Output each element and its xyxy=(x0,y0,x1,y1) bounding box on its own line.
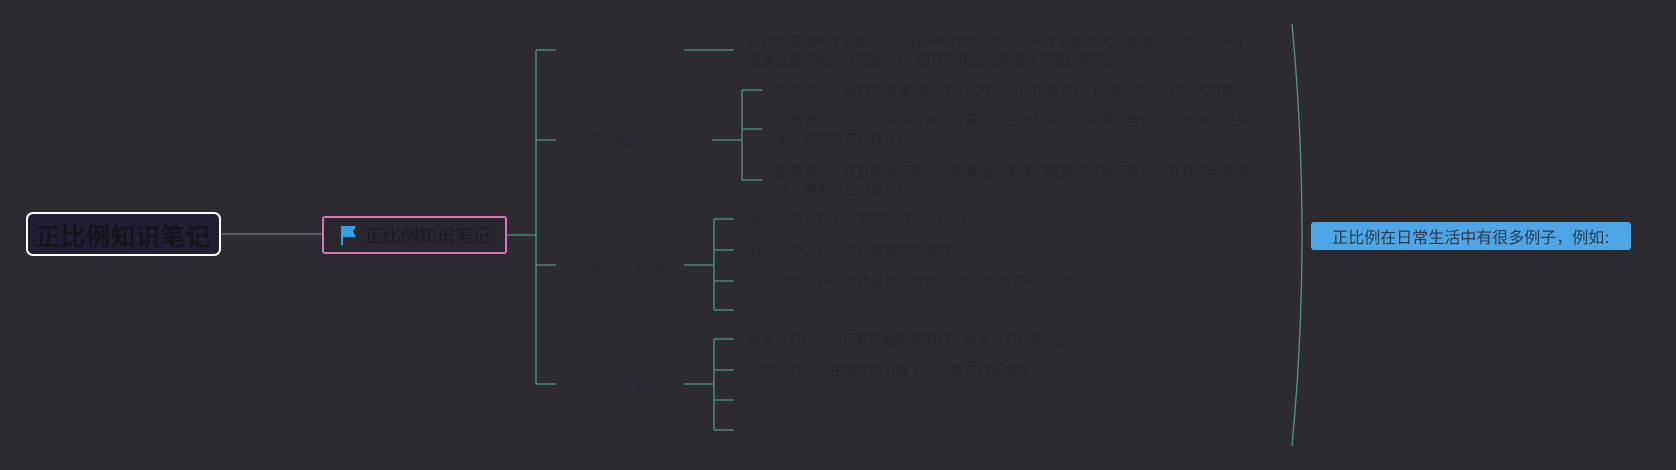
representation-graph[interactable]: 图表表示：可以绘制x和y两个变量的值在坐标系上，如果这些值存在一种直线关系，则表… xyxy=(776,113,1249,147)
main-topic-label: 正比例知识笔记 xyxy=(364,226,491,247)
representation-image[interactable]: 图像表示：在直角坐标系上，如果两个变量的图像通过坐标原点，并且是一条直线，则表示… xyxy=(776,164,1249,198)
branch-properties[interactable]: 3. 正比例的性质 xyxy=(570,260,668,275)
representation-equation[interactable]: 等式表示：当两个变量x和y成正比时，可以用等式y = kx来表示，其中k为常数。 xyxy=(776,83,1250,98)
example-people-time[interactable]: 人数与时间：在恒定的节奏下，人数与时间成正比。 xyxy=(748,363,1059,378)
branch-representation[interactable]: 2. 正比例的表示方式 xyxy=(570,135,696,150)
main-topic[interactable]: 正比例知识笔记 xyxy=(322,216,507,254)
summary-topic[interactable]: 正比例在日常生活中有很多例子，例如: xyxy=(1311,222,1631,250)
branch-definition[interactable]: 1. 正比例的定义 xyxy=(570,45,668,60)
branch-examples[interactable]: 4. 正比例的例子 xyxy=(570,379,668,394)
property-negative[interactable]: 当x < 0时，y与x的比值也是常数k，但可能有符号上的变化。 xyxy=(748,274,1107,289)
flag-icon xyxy=(340,226,356,245)
property-zero[interactable]: 当x = 0时，对于任意的k，有y = k * 0 = 0。 xyxy=(748,212,1001,227)
summary-brace xyxy=(1291,23,1303,447)
root-topic[interactable]: 正比例知识笔记 xyxy=(26,212,221,256)
example-speed-time[interactable]: 速度与时间：当行驶的距离相同时，速度与时间成正比。 xyxy=(748,332,1086,347)
property-positive[interactable]: 当x > 0时，y与x的比值始终为常数k。 xyxy=(748,243,972,258)
definition-text[interactable]: 正比例是指两个变量之间存在一种比例关系，当一个变量增大（或减小）时，另一个变量也… xyxy=(748,34,1248,68)
